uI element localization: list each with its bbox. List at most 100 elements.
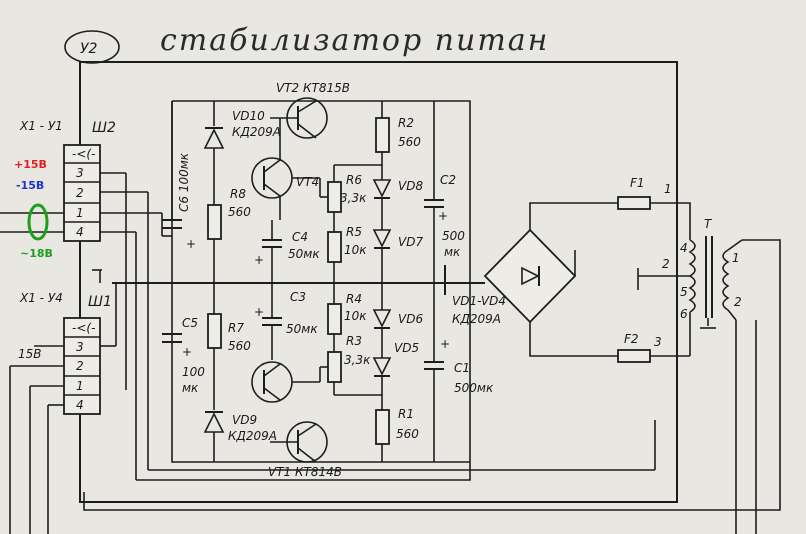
node-3-label: 3: [654, 335, 662, 349]
vt4-transistor: [251, 157, 293, 199]
c5-value-unit: мк: [182, 381, 199, 395]
c1-value: 500мк: [454, 381, 494, 395]
c5-plus: +: [182, 345, 192, 359]
r3-value: 3,3к: [344, 353, 371, 367]
r5-resistor: [327, 231, 342, 263]
r7-resistor: [207, 313, 222, 349]
title: стабилизатор питан: [160, 23, 549, 58]
connector-top-shield: Ш2: [92, 120, 116, 136]
winding-5-label: 5: [680, 285, 688, 299]
inner-frame-left: [171, 101, 470, 463]
connector-bottom-pin: 4: [76, 398, 84, 412]
connector-top-label: Х1 - У1: [19, 119, 63, 133]
connector-top-pin: 1: [76, 206, 84, 220]
vt4-label: VТ4: [296, 175, 319, 189]
r5-value: 10к: [344, 243, 367, 257]
r7-label: R7: [228, 321, 244, 335]
vd8-symbol: [372, 179, 392, 198]
c3-plus: +: [254, 305, 264, 319]
connector-bottom-key: -<(-: [72, 321, 95, 335]
vd10-type: КД209А: [232, 125, 281, 139]
annotation-15v: 15В: [18, 347, 42, 361]
vd10-symbol: [203, 128, 225, 149]
vt2-label: VT2 КТ815В: [276, 81, 350, 95]
connector-bottom: [63, 317, 101, 415]
module-frame: [79, 61, 678, 503]
c3-label: С3: [290, 290, 306, 304]
bridge-label: VD1-VD4: [452, 294, 506, 308]
vd5-symbol: [372, 357, 392, 376]
r8-resistor: [207, 204, 222, 240]
connector-top-pin: 3: [76, 166, 84, 180]
c2-value-unit: мк: [444, 245, 461, 259]
transformer-primary: [688, 239, 696, 313]
vd6-label: VD6: [398, 312, 423, 326]
r3-label: R3: [346, 334, 362, 348]
vd9-type: КД209А: [228, 429, 277, 443]
connector-bottom-pin: 2: [76, 359, 84, 373]
r7-value: 560: [228, 339, 251, 353]
fuse-f1: [617, 196, 651, 210]
ac18-highlight: [27, 203, 49, 241]
transformer-label: Т: [704, 217, 713, 231]
r4-value: 10к: [344, 309, 367, 323]
connector-bottom-shield: Ш1: [88, 294, 112, 310]
vt3-transistor: [251, 361, 293, 403]
connector-bottom-label: Х1 - У4: [19, 291, 63, 305]
vd10-label: VD10: [232, 109, 265, 123]
vd6-symbol: [372, 309, 392, 328]
winding-6-label: 6: [680, 307, 688, 321]
c6-label: С6 100мк: [177, 152, 191, 212]
c4-value: 50мк: [288, 247, 320, 261]
winding-2-label: 2: [734, 295, 742, 309]
vd8-label: VD8: [398, 179, 423, 193]
vd9-symbol: [203, 412, 225, 433]
vd5-label: VD5: [394, 341, 419, 355]
connector-top-pin: 2: [76, 186, 84, 200]
node-1-label: 1: [664, 182, 672, 196]
r2-value: 560: [398, 135, 421, 149]
r3-resistor: [327, 351, 342, 383]
winding-1-label: 1: [732, 251, 740, 265]
r2-label: R2: [398, 116, 414, 130]
bridge-diode-symbol: [521, 266, 540, 286]
vd7-symbol: [372, 229, 392, 248]
r6-value: 3,3к: [340, 191, 367, 205]
c2-label: С2: [440, 173, 456, 187]
connector-top: [63, 144, 101, 242]
module-label: У2: [80, 41, 98, 57]
c4-label: С4: [292, 230, 308, 244]
bridge-type: КД209А: [452, 312, 501, 326]
r4-label: R4: [346, 292, 362, 306]
node-2-label: 2: [662, 257, 670, 271]
inner-frame-right: [172, 100, 471, 462]
r1-resistor: [375, 409, 390, 445]
r8-value: 560: [228, 205, 251, 219]
r8-label: R8: [230, 187, 246, 201]
c5-label: С5: [182, 316, 198, 330]
c6-plus: +: [186, 237, 196, 251]
vd7-label: VD7: [398, 235, 423, 249]
r1-label: R1: [398, 407, 414, 421]
f2-label: F2: [624, 332, 639, 346]
annotation-minus15: -15В: [16, 179, 44, 192]
r4-resistor: [327, 303, 342, 335]
vt1-label: VT1 КТ814В: [268, 465, 342, 479]
annotation-ac18: ~18В: [20, 247, 53, 260]
connector-top-pin: 4: [76, 225, 84, 239]
c2-plus: +: [438, 209, 448, 223]
fuse-f2: [617, 349, 651, 363]
connector-top-key: -<(-: [72, 147, 95, 161]
f1-label: F1: [630, 176, 645, 190]
diode-bridge: [483, 228, 577, 324]
r1-value: 560: [396, 427, 419, 441]
c1-label: С1: [454, 361, 470, 375]
c1-plus: +: [440, 337, 450, 351]
c4-plus: +: [254, 253, 264, 267]
vd9-label: VD9: [232, 413, 257, 427]
c2-value: 500: [442, 229, 465, 243]
connector-bottom-pin: 1: [76, 379, 84, 393]
transformer-secondary: [722, 249, 730, 311]
